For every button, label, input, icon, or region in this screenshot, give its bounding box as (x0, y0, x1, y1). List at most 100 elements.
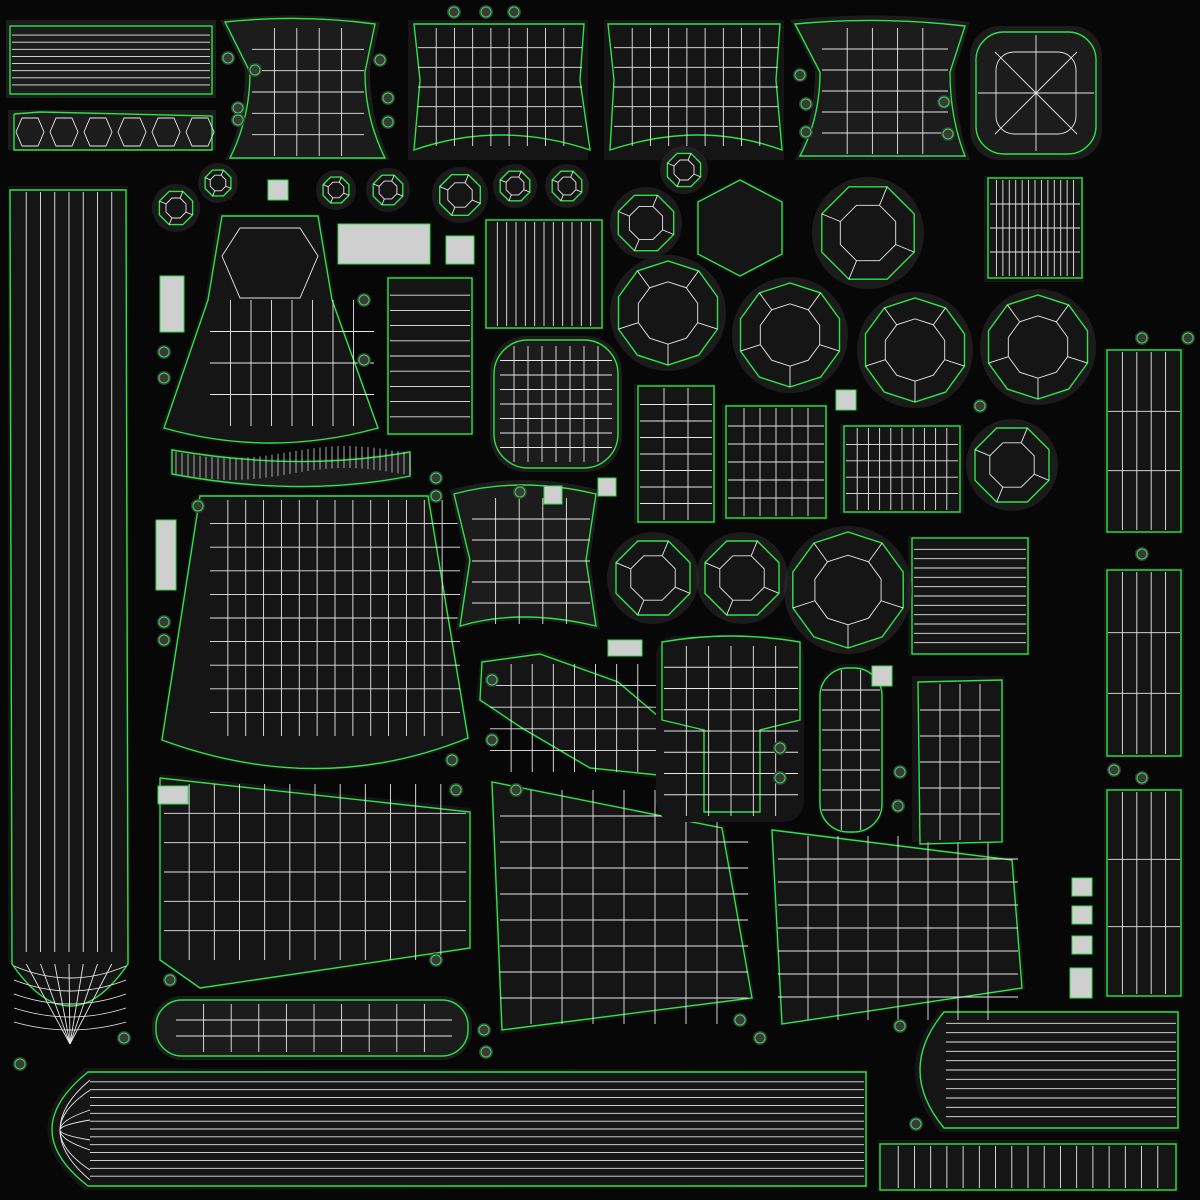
island-pants-right (770, 828, 1025, 1026)
island-stripe-panel-right (908, 536, 1030, 656)
tiny-uv-island-border (430, 490, 442, 502)
tiny-uv-island-border (1182, 332, 1194, 344)
tiny-uv-island-border (1108, 764, 1120, 776)
chip-l (337, 223, 431, 265)
island-right-strip-1 (1104, 348, 1184, 534)
poly-island-g (607, 532, 699, 624)
poly-island-h (696, 532, 788, 624)
tiny-uv-island-border (430, 472, 442, 484)
tiny-uv-island-border (894, 766, 906, 778)
tiny-uv-island-border (1136, 332, 1148, 344)
poly-island-j (610, 187, 682, 259)
island-grid-square-1 (634, 384, 716, 524)
tiny-uv-island-border (754, 1032, 766, 1044)
poly-island-o (366, 168, 410, 212)
tiny-uv-island-border (480, 1046, 492, 1058)
tiny-uv-island-border (14, 1058, 26, 1070)
tiny-uv-island-border (448, 6, 460, 18)
tiny-uv-island-border (478, 1024, 490, 1036)
poly-island-m (198, 163, 238, 203)
island-glove (476, 650, 690, 780)
tiny-uv-island-border (800, 98, 812, 110)
poly-island-i (784, 526, 912, 654)
island-left-long-tube (8, 186, 130, 1045)
island-grid-square-2 (722, 404, 828, 520)
chip-d (543, 485, 563, 505)
chip-k (157, 785, 189, 805)
island-top-left-strip (6, 20, 216, 98)
tiny-uv-island-border (164, 974, 176, 986)
poly-island-c (857, 292, 973, 408)
chip-b (445, 235, 475, 265)
island-right-strip-3 (1104, 788, 1184, 998)
poly-island-b (732, 277, 848, 393)
island-pants-center (490, 780, 755, 1034)
tiny-uv-island-border (514, 486, 526, 498)
tiny-uv-island-border (938, 96, 950, 108)
chip-i (1071, 935, 1093, 955)
tiny-uv-island-border (446, 754, 458, 766)
island-top-left-hexrow (8, 110, 216, 151)
island-bottom-long-tube (47, 1068, 868, 1190)
tiny-uv-island-border (232, 114, 244, 126)
tiny-uv-island-border (510, 784, 522, 796)
chip-n (159, 275, 185, 333)
chip-m (607, 639, 643, 657)
tiny-uv-island-border (486, 734, 498, 746)
tiny-uv-island-border (382, 92, 394, 104)
tiny-uv-island-border (430, 954, 442, 966)
tiny-uv-island-border (774, 772, 786, 784)
poly-island-p (432, 167, 488, 223)
island-grid-square-3 (840, 424, 964, 514)
island-top-sleeve-2 (790, 15, 970, 161)
poly-island-r (545, 164, 589, 208)
island-round-grid (490, 336, 622, 472)
tiny-uv-island-border (774, 742, 786, 754)
island-rect-stripes-b (484, 218, 604, 330)
chip-e (597, 477, 617, 497)
tiny-uv-island-border (158, 346, 170, 358)
tiny-uv-island-border (358, 294, 370, 306)
tiny-uv-island-border (508, 6, 520, 18)
tiny-uv-island-border (894, 1020, 906, 1032)
island-pants-left (159, 774, 471, 990)
tiny-uv-island-border (118, 1032, 130, 1044)
tiny-uv-island-border (942, 128, 954, 140)
tiny-uv-island-border (222, 52, 234, 64)
tiny-uv-island-border (800, 126, 812, 138)
tiny-uv-island-border (249, 64, 261, 76)
island-bottom-right-strip-2 (878, 1140, 1178, 1192)
poly-island-a (610, 255, 726, 371)
chip-o (155, 519, 177, 591)
tiny-uv-island-border (158, 372, 170, 384)
island-right-strip-2 (1104, 568, 1184, 758)
island-wavy-band (170, 446, 412, 489)
island-sleeve-mid (450, 480, 600, 630)
tiny-uv-island-border (734, 1014, 746, 1026)
tiny-uv-island-border (382, 116, 394, 128)
tiny-uv-island-border (450, 784, 462, 796)
poly-island-f (966, 419, 1058, 511)
chip-f (871, 665, 893, 687)
island-top-sleeve-1 (220, 15, 390, 161)
tiny-uv-island-border (910, 1118, 922, 1130)
chip-c (835, 389, 857, 411)
island-bottom-right-strip (915, 1010, 1180, 1132)
tiny-uv-island-border (892, 800, 904, 812)
chip-h (1071, 905, 1093, 925)
poly-island-q (493, 164, 537, 208)
island-strap (818, 664, 884, 834)
island-top-right-dome (970, 26, 1102, 160)
island-hexagon (696, 178, 784, 278)
tiny-uv-island-border (1136, 548, 1148, 560)
tiny-uv-island-border (794, 69, 806, 81)
poly-island-d (980, 289, 1096, 405)
island-boot-top (656, 635, 804, 822)
tiny-uv-island-border (158, 616, 170, 628)
poly-island-e (812, 177, 924, 289)
poly-island-k (660, 146, 708, 194)
chip-j (1069, 967, 1093, 999)
island-belt (152, 996, 472, 1060)
